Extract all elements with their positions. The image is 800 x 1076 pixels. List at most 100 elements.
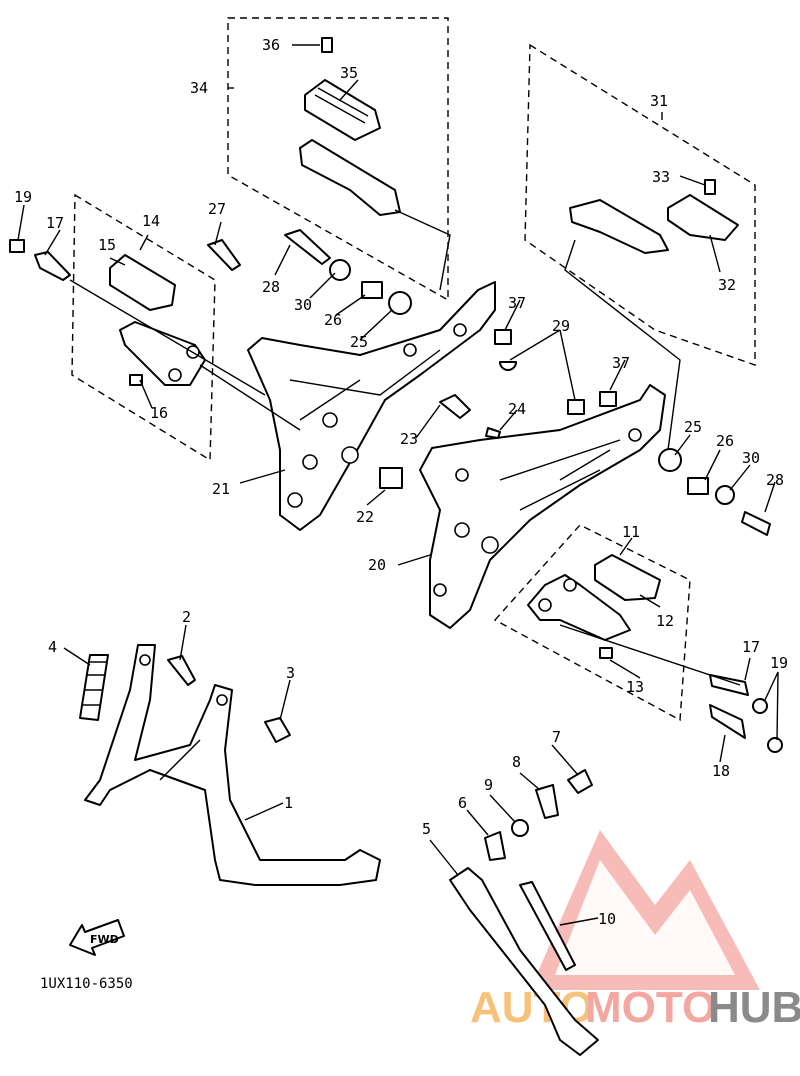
watermark-text-hub: HUB [708, 983, 800, 1032]
label-30-left: 30 [294, 296, 312, 314]
nut-29 [567, 399, 585, 415]
clip-29 [499, 361, 517, 371]
part-labels: 1 2 3 4 5 6 7 8 9 10 11 12 13 14 15 16 1… [14, 36, 788, 928]
fwd-label: FWD [90, 933, 119, 946]
bolt-28-right [741, 511, 771, 536]
label-4: 4 [48, 638, 57, 656]
label-14: 14 [142, 212, 160, 230]
label-9: 9 [484, 776, 493, 794]
footrest-rubber-15 [109, 254, 176, 311]
label-3: 3 [286, 664, 295, 682]
bolt-17-left [34, 251, 71, 281]
nut-3 [264, 717, 291, 743]
label-22: 22 [356, 508, 374, 526]
plate-8 [535, 784, 559, 819]
label-26-right: 26 [716, 432, 734, 450]
footrest-rubber-12 [594, 554, 661, 601]
nut-19-right-b [767, 737, 783, 753]
label-26-left: 26 [324, 311, 342, 329]
group-box-34 [227, 17, 449, 302]
footrest-31 [569, 199, 669, 254]
group-box-31 [524, 43, 756, 366]
label-12: 12 [656, 612, 674, 630]
nut-37-top [494, 329, 512, 345]
washer-9 [511, 819, 529, 837]
bolt-24 [485, 427, 501, 439]
hardware [9, 229, 783, 753]
label-31: 31 [650, 92, 668, 110]
label-2: 2 [182, 608, 191, 626]
rear-footrest-left [299, 37, 401, 216]
label-11: 11 [622, 523, 640, 541]
label-5: 5 [422, 820, 431, 838]
label-13: 13 [626, 678, 644, 696]
footrest-34 [299, 139, 401, 216]
label-23: 23 [400, 430, 418, 448]
nut-13 [599, 647, 613, 659]
watermark-text-moto: MOTO [585, 983, 716, 1032]
label-10: 10 [598, 910, 616, 928]
spring-4 [79, 654, 109, 721]
footrest-rubber-32 [667, 194, 739, 241]
label-37-mid: 37 [612, 354, 630, 372]
label-17-left: 17 [46, 214, 64, 232]
nut-19-right-a [752, 698, 768, 714]
label-36: 36 [262, 36, 280, 54]
bolt-28-left [284, 229, 331, 265]
label-1: 1 [284, 794, 293, 812]
label-20: 20 [368, 556, 386, 574]
label-30-right: 30 [742, 449, 760, 467]
bolt-33 [704, 179, 716, 195]
watermark-logo: AUTO MOTO HUB [470, 830, 800, 1032]
bolt-27 [207, 239, 241, 271]
footrest-bracket-20 [419, 384, 666, 629]
bracket-23 [439, 394, 471, 419]
label-29: 29 [552, 317, 570, 335]
nut-19-left [9, 239, 25, 253]
label-16: 16 [150, 404, 168, 422]
label-6: 6 [458, 794, 467, 812]
nut-16 [129, 374, 143, 386]
fwd-arrow: FWD [69, 919, 125, 956]
label-25-right: 25 [684, 418, 702, 436]
collar-26-left [361, 281, 383, 299]
label-28-right: 28 [766, 471, 784, 489]
footrest-bracket-11 [527, 574, 631, 641]
group-box-11 [493, 524, 691, 722]
label-24: 24 [508, 400, 526, 418]
bolt-7 [567, 769, 593, 794]
label-25-left: 25 [350, 333, 368, 351]
footrest-bracket-14 [119, 321, 206, 386]
collar-26-right [687, 477, 709, 495]
spring-10 [519, 881, 576, 971]
label-7: 7 [552, 728, 561, 746]
collar-22 [379, 467, 403, 489]
bolt-17-right [709, 674, 749, 696]
label-17-right: 17 [742, 638, 760, 656]
leader-lines [17, 44, 779, 926]
rear-footrest-right [569, 179, 739, 254]
label-32: 32 [718, 276, 736, 294]
label-19-right: 19 [770, 654, 788, 672]
bolt-18 [709, 704, 746, 739]
label-34: 34 [190, 79, 208, 97]
label-8: 8 [512, 753, 521, 771]
stand-1 [84, 644, 381, 886]
label-18: 18 [712, 762, 730, 780]
bracket-6 [484, 831, 506, 861]
washer-30-left [329, 259, 351, 281]
label-37-top: 37 [508, 294, 526, 312]
bolt-2 [167, 655, 196, 686]
footrest-group-11 [527, 554, 661, 659]
damper-25-left [388, 291, 412, 315]
group-box-14 [71, 193, 216, 462]
bolt-36 [321, 37, 333, 53]
label-21: 21 [212, 480, 230, 498]
diagram-code: 1UX110-6350 [40, 976, 133, 992]
stand-5 [449, 867, 599, 1056]
label-28-left: 28 [262, 278, 280, 296]
main-stand [79, 644, 381, 886]
footrest-group-14 [109, 254, 206, 386]
side-stand [449, 769, 599, 1056]
